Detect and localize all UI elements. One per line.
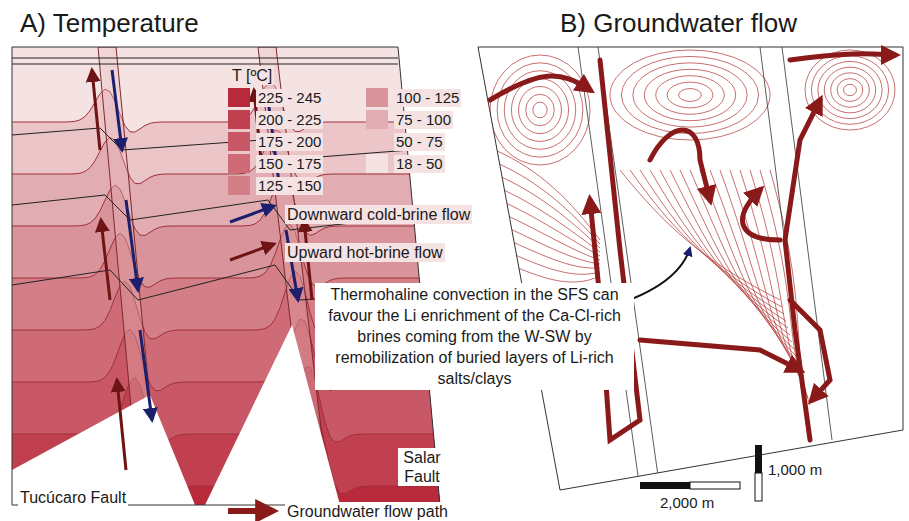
scale-label: 1,000 m <box>768 461 822 479</box>
legend-swatch <box>366 88 388 107</box>
legend-text: 225 - 245 <box>256 89 323 107</box>
panel-outline <box>478 47 903 490</box>
legend-title: T [ºC] <box>230 66 274 85</box>
legend-text: Upward hot-brine flow <box>285 243 445 262</box>
fault-name: Salar Fault <box>398 448 446 486</box>
panel-title: A) Temperature <box>20 8 199 39</box>
legend-swatch <box>228 88 250 107</box>
annotation: Thermohaline convection in the SFS can f… <box>315 283 634 390</box>
scale-bars <box>640 445 762 501</box>
legend-swatch <box>366 110 388 129</box>
legend-text: Groundwater flow path <box>285 502 450 521</box>
legend-text: 100 - 125 <box>394 89 461 107</box>
panel-title: B) Groundwater flow <box>560 8 797 39</box>
legend-swatch <box>366 132 388 151</box>
brine-arrows <box>92 70 312 470</box>
legend-text: Downward cold-brine flow <box>285 205 472 224</box>
legend-text: 175 - 200 <box>256 133 323 151</box>
scale-label: 2,000 m <box>660 494 714 512</box>
legend-swatch <box>228 154 250 173</box>
legend-text: 150 - 175 <box>256 155 323 173</box>
panel-outline <box>12 47 440 505</box>
legend-text: 18 - 50 <box>394 155 445 173</box>
legend-swatch <box>228 176 250 195</box>
legend-swatch <box>228 132 250 151</box>
legend-swatch <box>366 154 388 173</box>
legend-swatch <box>228 110 250 129</box>
legend-line-samples <box>228 206 274 511</box>
fault-lines <box>578 47 832 490</box>
layer-boundaries <box>12 58 430 300</box>
legend-text: 75 - 100 <box>394 111 453 129</box>
fault-name: Tucúcaro Fault <box>18 488 128 507</box>
temperature-field <box>0 40 460 520</box>
legend-text: 200 - 225 <box>256 111 323 129</box>
legend-text: 50 - 75 <box>394 133 445 151</box>
legend-text: 125 - 150 <box>256 177 323 195</box>
